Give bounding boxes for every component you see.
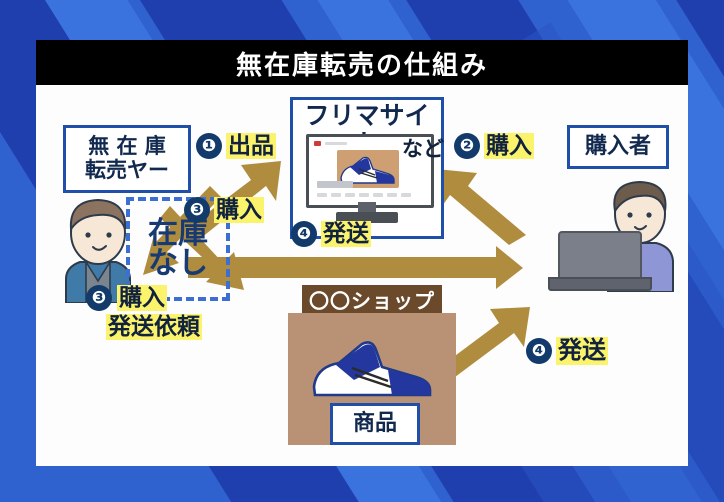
desktop-monitor-icon (306, 134, 434, 226)
flea-market-site-suffix: など (402, 137, 444, 161)
seller-label-line1: 無 在 庫 (88, 134, 166, 159)
buyer-label-box: 購入者 (567, 125, 669, 169)
buyer-label: 購入者 (584, 133, 651, 159)
flea-market-site-box: フリマサイト (290, 97, 444, 239)
step-3-lower-label: ❸ 購入 発送依頼 (86, 285, 202, 341)
step-1-text: 出品 (226, 133, 276, 160)
seller-label-box: 無 在 庫 転売ヤー (63, 125, 191, 193)
step-1-number: ❶ (196, 133, 222, 160)
step-2-number: ❷ (454, 133, 480, 160)
no-stock-line2: なし (148, 246, 208, 281)
sneakers-icon (340, 156, 395, 184)
step-3-upper-number: ❸ (184, 197, 210, 224)
no-stock-line1: 在庫 (148, 216, 208, 251)
step-4-horizontal-text: 発送 (321, 221, 371, 248)
step-4-horizontal-label: ❹ 発送 (291, 221, 371, 248)
step-2-text: 購入 (484, 133, 534, 160)
step-2-label: ❷ 購入 (454, 133, 534, 160)
arrow-step-2 (436, 169, 526, 245)
shop-sign: 〇〇ショップ (302, 285, 442, 313)
diagram-card: 無 在 庫 転売ヤー 在庫 なし ❶ (36, 85, 688, 466)
step-3-upper-text: 購入 (214, 197, 264, 224)
page-title: 無在庫転売の仕組み (36, 40, 688, 86)
step-1-label: ❶ 出品 (196, 133, 276, 160)
seller-label-line2: 転売ヤー (85, 158, 169, 182)
no-stock-box: 在庫 なし (126, 197, 230, 301)
step-3-lower-text-line2: 発送依頼 (106, 314, 202, 341)
arrow-step-4-diagonal (436, 307, 530, 380)
arrow-step-4-horizontal (188, 246, 523, 289)
cardboard-box-icon: 商品 (288, 313, 456, 445)
step-3-upper-label: ❸ 購入 (184, 197, 264, 224)
step-4-diagonal-label: ❹ 発送 (526, 336, 608, 365)
person-buyer-icon (548, 177, 678, 293)
sneakers-icon (312, 341, 432, 397)
step-4-diagonal-text: 発送 (556, 336, 608, 365)
product-label-box: 商品 (330, 403, 420, 445)
step-3-lower-text-line1: 購入 (117, 285, 167, 312)
product-label: 商品 (352, 410, 397, 436)
step-4-diagonal-number: ❹ (526, 337, 552, 364)
step-4-horizontal-number: ❹ (291, 221, 317, 248)
step-3-lower-number: ❸ (86, 285, 112, 312)
